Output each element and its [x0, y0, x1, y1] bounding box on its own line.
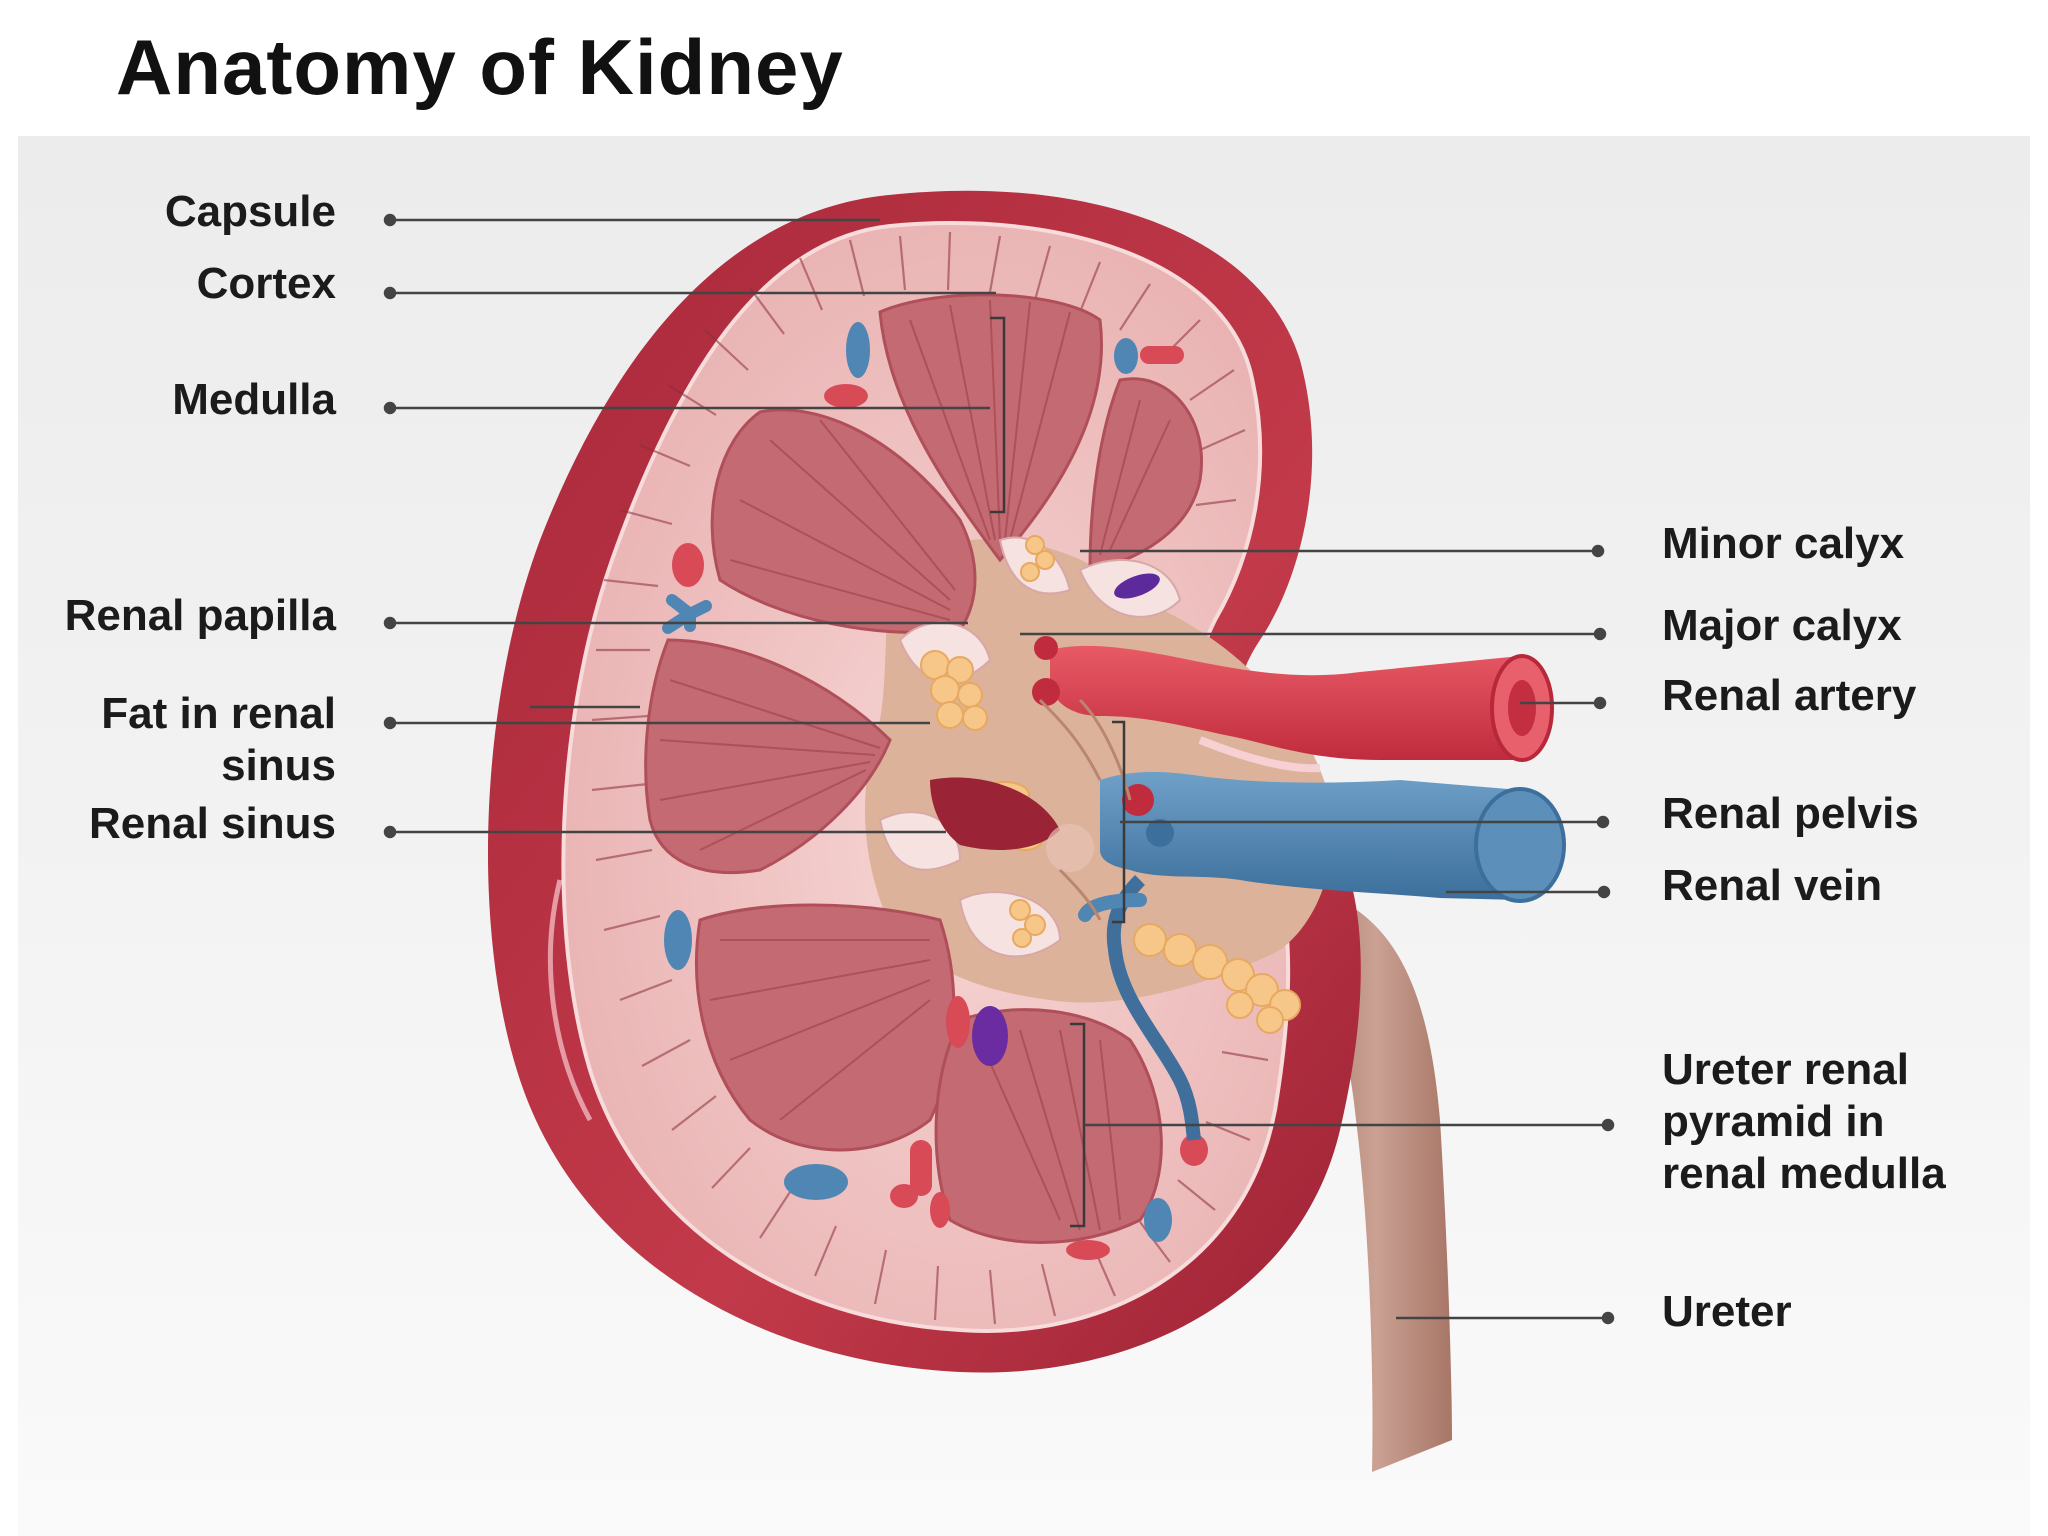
leader-lines	[383, 213, 1615, 1325]
cortex-striations	[591, 231, 1271, 1325]
renal-vein-opening	[1474, 787, 1566, 903]
vein-branch-small	[1078, 893, 1147, 922]
pyramid-lower-left	[695, 903, 956, 1152]
capsule-highlight	[547, 879, 593, 1122]
cortex-vessels	[662, 322, 1208, 1260]
label-minor-calyx: Minor calyx	[1662, 519, 1905, 568]
label-ureter: Ureter	[1662, 1287, 1792, 1336]
label-renal-vein: Renal vein	[1662, 861, 1883, 910]
fat-deposits	[920, 535, 1301, 1034]
label-renal-papilla: Renal papilla	[64, 591, 336, 640]
pyramid-middle-left	[644, 638, 892, 875]
label-medulla: Medulla	[172, 375, 336, 424]
label-capsule: Capsule	[164, 187, 336, 236]
renal-sinus-opening	[930, 777, 1060, 850]
ureter-tube	[1300, 900, 1452, 1472]
calyx-5	[958, 891, 1062, 958]
calyx-4	[878, 811, 962, 871]
label-ureter-renal-pyramid: Ureter renal pyramid in renal medulla	[1662, 1045, 1946, 1198]
pyramid-top	[878, 293, 1103, 563]
label-major-calyx: Major calyx	[1662, 601, 1902, 650]
label-renal-sinus: Renal sinus	[89, 799, 336, 848]
vein-branch	[1106, 875, 1201, 1141]
label-renal-pelvis: Renal pelvis	[1662, 789, 1919, 838]
page-title: Anatomy of Kidney	[116, 23, 844, 111]
renal-artery-vessel	[1050, 645, 1520, 760]
pyramid-striations	[659, 299, 1171, 1231]
label-cortex: Cortex	[196, 259, 336, 308]
label-fat-in-renal-sinus: Fat in renal sinus	[101, 689, 336, 790]
label-renal-artery: Renal artery	[1662, 671, 1917, 720]
renal-vein-vessel	[1100, 771, 1520, 900]
renal-pyramids	[644, 293, 1203, 1244]
